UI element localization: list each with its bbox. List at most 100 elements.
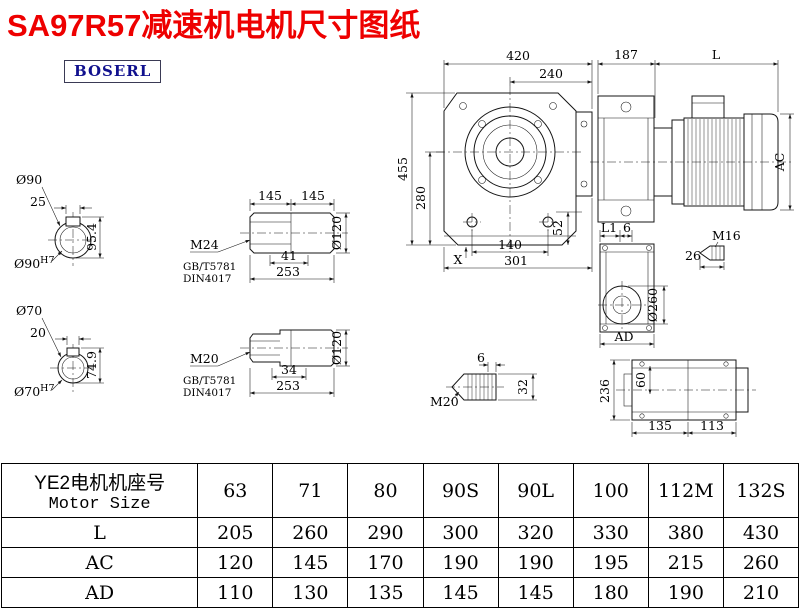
label-x-mark: X [454, 252, 463, 267]
table-row-AC: AC 120 145 170 190 190 195 215 260 [0, 547, 800, 578]
shaft-detail-1-outline [249, 212, 335, 254]
dim-d120-a: Ø120 [329, 216, 344, 250]
value-cell: 190 [497, 547, 574, 578]
dim-253-b: 253 [276, 378, 300, 393]
motor-size-table: YE2电机机座号 Motor Size 63 71 80 90S 90L 100… [0, 463, 800, 608]
gearbox-housing-outline [443, 92, 577, 246]
size-cell: 112M [647, 463, 724, 518]
dim-L: L [712, 47, 720, 62]
dim-AD: AD [613, 329, 633, 344]
value-cell: 330 [572, 517, 649, 548]
dim-shaft-dia-70: Ø70 [16, 303, 42, 318]
size-cell: 80 [347, 463, 424, 518]
view-hollow-shaft-detail-2: Ø120 M20 GB/T5781 DIN4017 34 253 [183, 329, 350, 399]
dim-113: 113 [700, 418, 724, 433]
m16-plug [699, 245, 725, 261]
row-label: AC [0, 547, 199, 578]
dim-shaft-height-70: 74.9 [84, 351, 99, 379]
value-cell: 180 [572, 577, 649, 608]
value-cell: 260 [272, 517, 349, 548]
value-cell: 120 [197, 547, 274, 578]
size-cell: 132S [722, 463, 800, 518]
dim-bore-fit-70: Ø70H7 [14, 383, 55, 399]
view-front: 420 240 455 280 52 X 140 301 [395, 48, 593, 272]
value-cell: 190 [422, 547, 499, 578]
view-shaft-end-90: 25 Ø90 95.4 Ø90H7 [14, 172, 104, 271]
dim-d120-b: Ø120 [329, 331, 344, 365]
header-cn: YE2电机机座号 [34, 472, 166, 494]
value-cell: 215 [647, 547, 724, 578]
value-cell: 130 [272, 577, 349, 608]
row-label: AD [0, 577, 199, 608]
m20-plug [451, 373, 497, 401]
label-din-standard-a: DIN4017 [183, 273, 231, 285]
dim-145-a: 145 [258, 188, 282, 203]
terminal-box [691, 95, 725, 119]
shaft-detail-2-outline [249, 329, 335, 367]
dim-52: 52 [550, 220, 565, 236]
value-cell: 320 [497, 517, 574, 548]
gearbox-side-outline [597, 95, 655, 223]
technical-drawing: 25 Ø90 95.4 Ø90H7 20 Ø70 74.9 Ø70H7 [14, 47, 794, 437]
value-cell: 210 [722, 577, 800, 608]
view-shaft-end-70: 20 Ø70 74.9 Ø70H7 [14, 303, 104, 399]
label-m20-b: M20 [430, 394, 459, 409]
view-hollow-shaft-detail-1: 145 145 Ø120 M24 GB/T5781 DIN4017 41 253 [183, 188, 350, 285]
page-title: SA97R57减速机电机尺寸图纸 [7, 8, 421, 43]
table-row-AD: AD 110 130 135 145 145 180 190 210 [0, 577, 800, 608]
size-cell: 71 [272, 463, 349, 518]
value-cell: 145 [497, 577, 574, 608]
boserl-logo: BOSERL [64, 60, 162, 83]
dim-301: 301 [504, 253, 528, 268]
size-cell: 90S [422, 463, 499, 518]
dim-135: 135 [648, 418, 672, 433]
view-side-motor: 187 L AC [590, 47, 794, 223]
label-gb-standard-a: GB/T5781 [183, 261, 236, 273]
dim-420: 420 [506, 48, 530, 63]
output-flange-outline [599, 243, 655, 333]
dim-145-b: 145 [301, 188, 325, 203]
label-din-standard-b: DIN4017 [183, 387, 231, 399]
dim-key-width-90: 25 [30, 194, 46, 209]
label-m20-a: M20 [190, 351, 219, 366]
dim-d260: Ø260 [645, 288, 660, 322]
value-cell: 110 [197, 577, 274, 608]
value-cell: 260 [722, 547, 800, 578]
value-cell: 290 [347, 517, 424, 548]
input-flange [575, 111, 593, 197]
value-cell: 430 [722, 517, 800, 548]
dim-6-b: 6 [477, 350, 485, 365]
header-en: Motor Size [48, 494, 151, 514]
dim-41: 41 [281, 248, 297, 263]
value-cell: 380 [647, 517, 724, 548]
table-header-row: YE2电机机座号 Motor Size 63 71 80 90S 90L 100… [0, 463, 800, 518]
dim-32: 32 [515, 379, 530, 395]
table-header-motor-size: YE2电机机座号 Motor Size [0, 463, 199, 518]
dim-253-a: 253 [276, 264, 300, 279]
dim-AC: AC [772, 153, 787, 173]
dim-280: 280 [413, 186, 428, 210]
view-side-output: L1 6 Ø260 AD M16 26 [598, 220, 741, 348]
value-cell: 195 [572, 547, 649, 578]
dim-bore-fit-90: Ø90H7 [14, 255, 55, 271]
dim-6-a: 6 [623, 220, 631, 235]
dim-26: 26 [685, 248, 701, 263]
view-plug-detail: 6 32 M20 [430, 350, 537, 409]
table-row-L: L 205 260 290 300 320 330 380 430 [0, 517, 800, 548]
value-cell: 145 [422, 577, 499, 608]
label-m16: M16 [712, 228, 741, 243]
dim-key-width-70: 20 [30, 325, 46, 340]
dim-shaft-height-90: 95.4 [84, 223, 99, 251]
keyway-90 [65, 216, 81, 227]
value-cell: 145 [272, 547, 349, 578]
dim-236: 236 [597, 379, 612, 403]
dim-shaft-dia-90: Ø90 [16, 172, 42, 187]
label-gb-standard-b: GB/T5781 [183, 375, 236, 387]
view-bottom-right: 236 60 135 113 [597, 359, 756, 437]
dim-L1: L1 [601, 220, 617, 235]
dim-187: 187 [614, 47, 638, 62]
value-cell: 205 [197, 517, 274, 548]
row-label: L [0, 517, 199, 548]
dim-140: 140 [498, 237, 522, 252]
